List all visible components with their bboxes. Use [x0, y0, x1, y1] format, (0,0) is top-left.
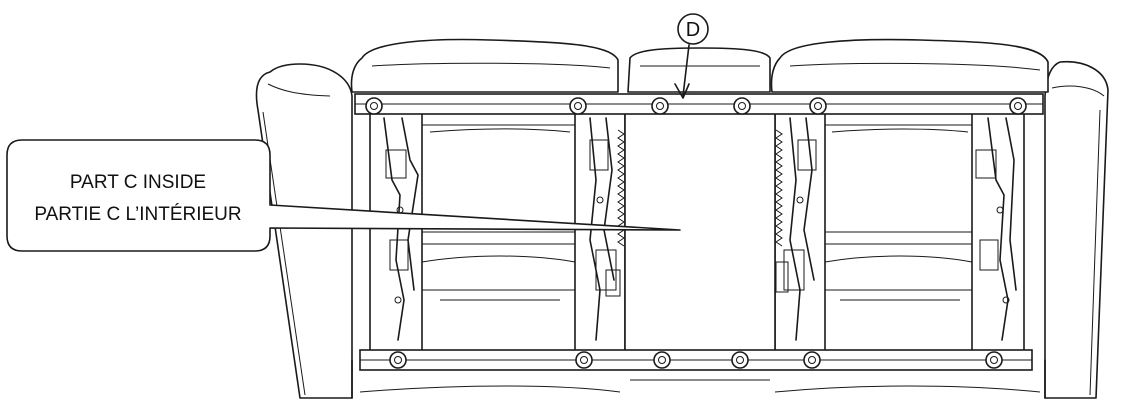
bottom-fastener-5 [803, 351, 821, 369]
top-fastener-6 [1009, 97, 1027, 115]
right-outer-mechanism-plate [971, 111, 1025, 353]
part-d-marker: D [674, 13, 709, 99]
callout-balloon [6, 139, 681, 252]
left-arm [255, 63, 353, 399]
bottom-fastener-1 [389, 351, 407, 369]
callout-line-1: PART C INSIDE [70, 172, 206, 193]
part-d-arrow-line [682, 44, 690, 97]
top-fastener-1 [365, 97, 383, 115]
right-inner-mechanism-plate [774, 111, 826, 353]
center-console-top [627, 47, 771, 93]
part-d-arrowhead [674, 83, 690, 99]
bottom-fastener-4 [731, 351, 749, 369]
left-outer-mechanism-plate [369, 111, 423, 353]
bottom-fastener-3 [653, 351, 671, 369]
bottom-fastener-6 [985, 351, 1003, 369]
part-d-circle [677, 13, 709, 45]
part-c-callout: PART C INSIDE PARTIE C L’INTÉRIEUR [6, 139, 681, 252]
bottom-fastener-2 [575, 351, 593, 369]
right-spring [775, 129, 783, 247]
right-arm [1044, 60, 1109, 399]
left-seat-bay [421, 124, 576, 301]
right-outer-mechanism [975, 117, 1017, 341]
top-rail-fasteners [365, 97, 1027, 115]
right-inner-mechanism [775, 117, 817, 341]
top-fastener-4 [733, 97, 751, 115]
top-fastener-2 [569, 97, 587, 115]
center-console-panel [624, 111, 776, 353]
left-seat-cushion [350, 38, 619, 93]
bottom-rail-fasteners [389, 351, 1003, 369]
right-seat-cushion [770, 38, 1049, 93]
right-seat-bay [824, 124, 973, 301]
left-inner-mechanism [589, 117, 621, 341]
part-d-label: D [686, 19, 700, 41]
top-fastener-5 [809, 97, 827, 115]
left-inner-mechanism-plate [574, 111, 626, 353]
top-fastener-3 [651, 97, 669, 115]
callout-line-2: PARTIE C L’INTÉRIEUR [34, 204, 241, 225]
